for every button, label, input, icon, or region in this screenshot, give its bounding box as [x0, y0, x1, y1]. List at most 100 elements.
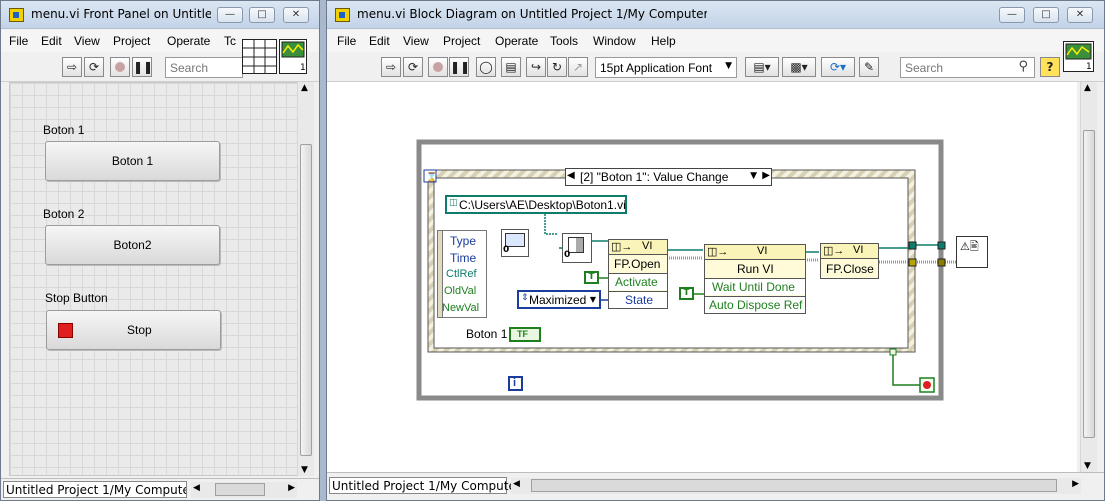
- close-button[interactable]: ✕: [1067, 7, 1093, 23]
- vi-server-node[interactable]: 0: [562, 233, 592, 263]
- menu-project[interactable]: Project: [113, 34, 151, 48]
- help-icon[interactable]: ?: [1040, 57, 1060, 77]
- search-icon[interactable]: ⚲: [1018, 59, 1028, 74]
- minimize-button[interactable]: —: [217, 7, 243, 23]
- cleanup-diagram-icon[interactable]: ✎: [859, 57, 879, 77]
- scrollbar-thumb[interactable]: [300, 144, 312, 456]
- event-case-selector[interactable]: ◀ [2] "Boton 1": Value Change ▼ ▶: [565, 168, 772, 186]
- next-case-icon[interactable]: ▶: [762, 170, 770, 181]
- step-out-icon[interactable]: ↗: [568, 57, 588, 77]
- abort-icon[interactable]: [428, 57, 448, 77]
- menu-tools[interactable]: Tc: [224, 34, 236, 48]
- search-input[interactable]: Search: [905, 61, 944, 75]
- iteration-terminal[interactable]: i: [508, 376, 523, 391]
- scroll-left-icon[interactable]: ◀: [513, 479, 520, 489]
- connector-pane-icon[interactable]: 1: [242, 39, 308, 75]
- scrollbar-thumb-h[interactable]: [215, 483, 265, 496]
- run-arrow-icon[interactable]: ⇨: [381, 57, 401, 77]
- vertical-scrollbar[interactable]: ▲ ▼: [297, 82, 314, 476]
- run-vi-auto-dispose[interactable]: Auto Dispose Ref: [709, 298, 803, 312]
- open-vi-reference-node[interactable]: 0: [501, 229, 529, 257]
- menu-help[interactable]: Help: [651, 34, 676, 48]
- run-continuously-icon[interactable]: ⟳: [84, 57, 104, 77]
- run-arrow-icon[interactable]: ⇨: [62, 57, 82, 77]
- scroll-left-icon[interactable]: ◀: [193, 483, 200, 493]
- chevron-down-icon[interactable]: ▼: [750, 171, 757, 181]
- minimize-button[interactable]: —: [999, 7, 1025, 23]
- path-constant[interactable]: ◫ C:\Users\AE\Desktop\Boton1.vi: [445, 195, 627, 214]
- scrollbar-thumb[interactable]: [1083, 130, 1095, 438]
- menu-operate[interactable]: Operate: [495, 34, 539, 48]
- while-loop[interactable]: [416, 139, 944, 401]
- menu-window[interactable]: Window: [593, 34, 636, 48]
- block-diagram-titlebar[interactable]: menu.vi Block Diagram on Untitled Projec…: [327, 1, 1104, 29]
- pause-icon[interactable]: ❚❚: [449, 57, 470, 77]
- event-data-ctlref[interactable]: CtlRef: [446, 268, 477, 280]
- menu-view[interactable]: View: [74, 34, 100, 48]
- status-bar: Untitled Project 1/My Computer ◀ ▶: [327, 472, 1104, 500]
- menu-view[interactable]: View: [403, 34, 429, 48]
- error-tunnel: [908, 258, 917, 267]
- event-data-oldval[interactable]: OldVal: [444, 285, 477, 297]
- scrollbar-thumb-h[interactable]: [531, 479, 1057, 492]
- state-enum-constant[interactable]: ⇕ Maximized ▼: [517, 290, 601, 309]
- prev-case-icon[interactable]: ◀: [567, 170, 575, 181]
- scroll-right-icon[interactable]: ▶: [1072, 479, 1079, 489]
- menu-tools[interactable]: Tools: [550, 34, 579, 48]
- close-button[interactable]: ✕: [283, 7, 309, 23]
- menu-project[interactable]: Project: [443, 34, 481, 48]
- menu-edit[interactable]: Edit: [369, 34, 390, 48]
- fp-open-state[interactable]: State: [625, 293, 654, 307]
- menu-edit[interactable]: Edit: [41, 34, 62, 48]
- search-input[interactable]: Search: [170, 61, 209, 75]
- fp-open-activate[interactable]: Activate: [615, 275, 658, 289]
- fp-open-invoke-node[interactable]: ◫→ VI FP.Open Activate State: [608, 239, 668, 309]
- event-data-time[interactable]: Time: [450, 251, 477, 265]
- step-into-icon[interactable]: ↪: [526, 57, 546, 77]
- distribute-objects-icon[interactable]: ▩▾: [782, 57, 816, 77]
- menu-operate[interactable]: Operate: [167, 34, 211, 48]
- vi-icon[interactable]: 1: [1063, 41, 1095, 73]
- reorder-icon[interactable]: ⟳▾: [821, 57, 855, 77]
- fp-close-invoke-node[interactable]: ◫→ VI FP.Close: [820, 243, 879, 279]
- front-panel-titlebar[interactable]: menu.vi Front Panel on Untitled ... — □ …: [1, 1, 319, 29]
- stop-button[interactable]: Stop: [46, 310, 221, 350]
- timeout-terminal[interactable]: [423, 169, 437, 183]
- event-data-node[interactable]: Type Time CtlRef OldVal NewVal: [437, 230, 487, 318]
- scroll-up-icon[interactable]: ▲: [1084, 83, 1091, 93]
- scroll-right-icon[interactable]: ▶: [288, 483, 295, 493]
- maximize-button[interactable]: □: [1033, 7, 1059, 23]
- align-objects-icon[interactable]: ▤▾: [745, 57, 779, 77]
- highlight-execution-icon[interactable]: ◯: [476, 57, 496, 77]
- true-constant[interactable]: T: [679, 287, 694, 300]
- scroll-down-icon[interactable]: ▼: [301, 465, 308, 475]
- pause-icon[interactable]: ❚❚: [132, 57, 153, 77]
- search-box[interactable]: Search: [165, 57, 243, 78]
- menu-file[interactable]: File: [337, 34, 357, 48]
- true-constant[interactable]: T: [584, 271, 599, 284]
- scroll-up-icon[interactable]: ▲: [301, 83, 308, 93]
- project-context[interactable]: Untitled Project 1/My Computer: [3, 481, 187, 498]
- step-over-icon[interactable]: ↻: [547, 57, 567, 77]
- boton2-button[interactable]: Boton2: [45, 225, 220, 265]
- run-vi-wait-until-done[interactable]: Wait Until Done: [712, 280, 795, 294]
- run-vi-invoke-node[interactable]: ◫→ VI Run VI Wait Until Done Auto Dispos…: [704, 244, 806, 314]
- menu-file[interactable]: File: [9, 34, 29, 48]
- maximize-button[interactable]: □: [249, 7, 275, 23]
- project-context[interactable]: Untitled Project 1/My Computer: [329, 477, 521, 494]
- boton1-button[interactable]: Boton 1: [45, 141, 220, 181]
- event-data-newval[interactable]: NewVal: [442, 302, 480, 314]
- abort-icon[interactable]: [110, 57, 130, 77]
- retain-wire-values-icon[interactable]: ▤: [501, 57, 521, 77]
- event-data-type[interactable]: Type: [450, 234, 477, 248]
- scroll-down-icon[interactable]: ▼: [1084, 461, 1091, 471]
- run-continuously-icon[interactable]: ⟳: [403, 57, 423, 77]
- horizontal-scrollbar[interactable]: ◀ ▶: [191, 482, 297, 498]
- search-box[interactable]: Search ⚲: [900, 57, 1035, 78]
- boton1-terminal[interactable]: TF: [509, 327, 541, 342]
- vertical-scrollbar[interactable]: ▲ ▼: [1080, 82, 1097, 472]
- horizontal-scrollbar[interactable]: ◀ ▶: [511, 478, 1081, 494]
- font-select[interactable]: 15pt Application Font ▼: [595, 57, 737, 78]
- simple-error-handler[interactable]: ⚠🖹: [956, 236, 988, 268]
- svg-text:1: 1: [1086, 62, 1092, 72]
